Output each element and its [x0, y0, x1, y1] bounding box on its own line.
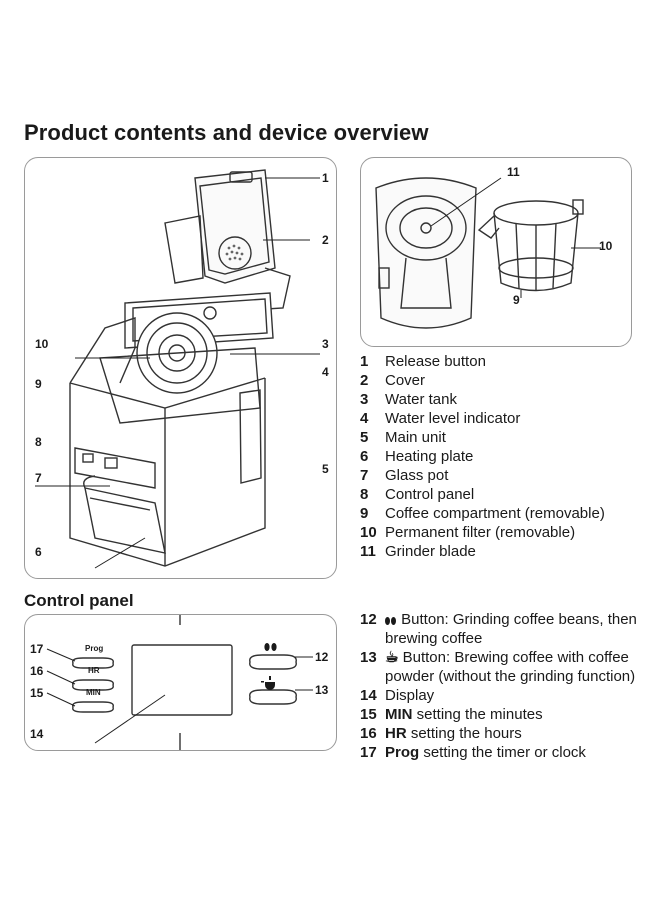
device-illustration-panel: 1 2 3 4 5 6 7 8 9 10: [24, 157, 337, 579]
prog-button[interactable]: [72, 657, 114, 669]
control-panel-title: Control panel: [24, 591, 134, 610]
filter-illustration: 11 10 9: [375, 165, 613, 329]
control-item-min: 15 MIN setting the minutes: [360, 706, 543, 723]
control-item-hr: 16 HR setting the hours: [360, 725, 522, 742]
control-item-grind: 12 Button: Grinding coffee beans, then b…: [360, 611, 637, 647]
callout-7: 7: [35, 471, 42, 485]
panel-callout-15: 15: [30, 686, 44, 700]
controls-legend: 12 Button: Grinding coffee beans, then b…: [360, 610, 645, 762]
panel-callout-16: 16: [30, 664, 44, 678]
hr-button[interactable]: [72, 679, 114, 691]
callout-8: 8: [35, 435, 42, 449]
coffee-beans-icon: [264, 643, 277, 651]
callout-5: 5: [322, 462, 329, 476]
control-panel-drawing: Prog HR MIN 17 16 15 14 12 13: [30, 615, 329, 750]
page-title: Product contents and device overview: [24, 120, 429, 145]
callout-3: 3: [322, 337, 329, 351]
hr-label: HR: [88, 666, 100, 675]
filter-callout-10: 10: [599, 239, 613, 253]
panel-callout-12: 12: [315, 650, 329, 664]
min-label: MIN: [86, 688, 101, 697]
callout-10: 10: [35, 337, 49, 351]
coffee-beans-icon: [385, 611, 397, 628]
panel-callout-14: 14: [30, 727, 44, 741]
brew-powder-button[interactable]: [249, 689, 297, 705]
callout-6: 6: [35, 545, 42, 559]
coffee-cup-icon: [261, 676, 275, 690]
filter-callout-9: 9: [513, 293, 520, 307]
callout-1: 1: [322, 171, 329, 185]
control-item-display: 14 Display: [360, 687, 435, 704]
panel-callout-13: 13: [315, 683, 329, 697]
coffee-machine-illustration: 1 2 3 4 5 6 7 8 9 10: [35, 169, 329, 569]
filter-illustration-panel: 11 10 9: [360, 157, 632, 347]
panel-callout-17: 17: [30, 642, 44, 656]
callout-2: 2: [322, 233, 329, 247]
control-panel-illustration: Prog HR MIN 17 16 15 14 12 13: [24, 614, 337, 751]
grind-brew-button[interactable]: [249, 654, 297, 670]
filter-callout-11: 11: [507, 165, 520, 179]
min-button[interactable]: [72, 701, 114, 713]
callout-4: 4: [322, 365, 329, 379]
callout-9: 9: [35, 377, 42, 391]
control-item-brew: 13 ☕︎ Button: Brewing coffee with coffee…: [360, 649, 636, 685]
prog-label: Prog: [85, 644, 103, 653]
control-item-prog: 17 Prog setting the timer or clock: [360, 744, 586, 761]
coffee-cup-icon: ☕︎: [385, 649, 399, 666]
